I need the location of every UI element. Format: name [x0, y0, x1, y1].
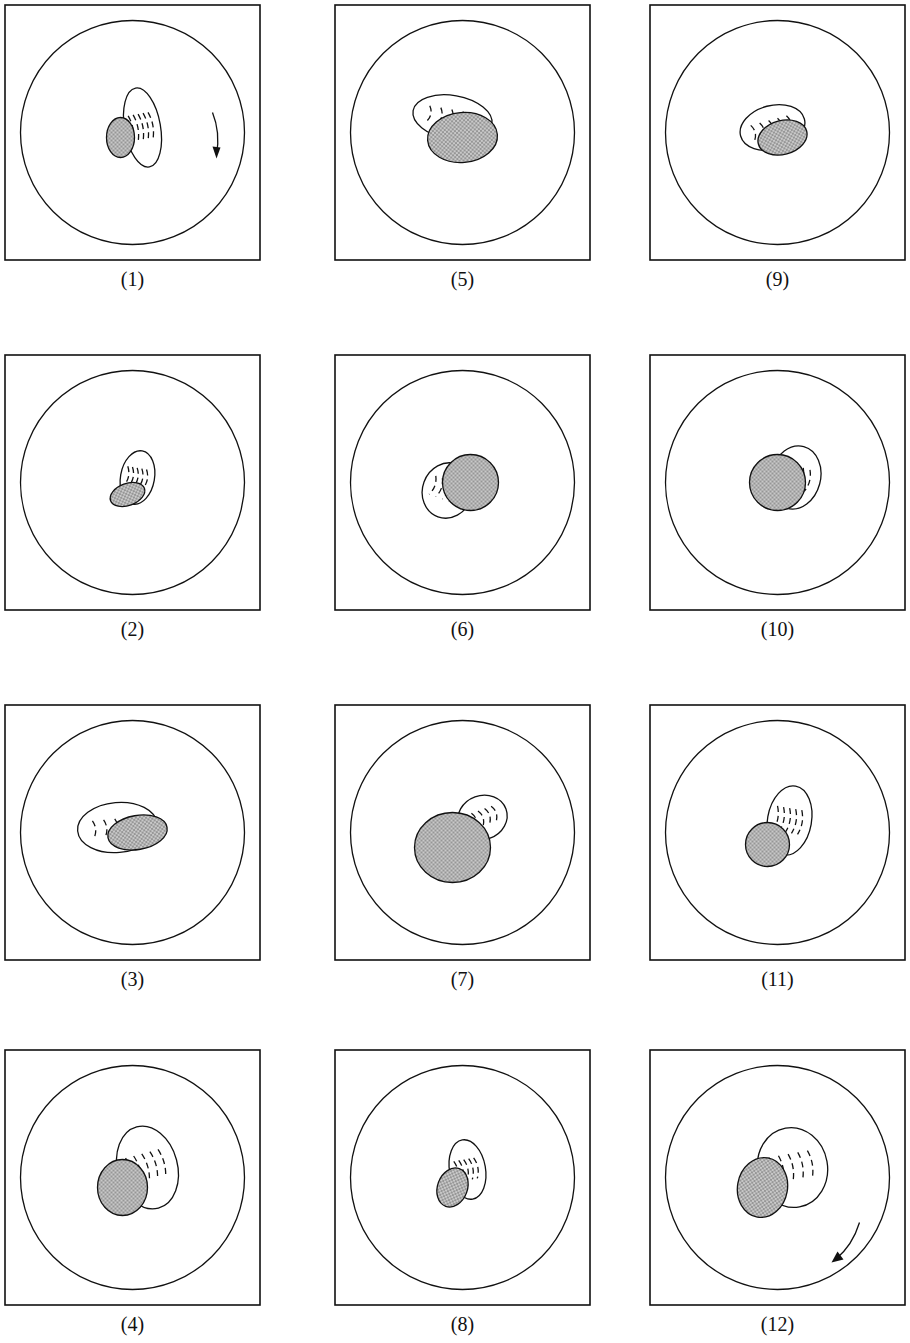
- panel-number: (4): [121, 1313, 144, 1335]
- panel-figure: [335, 355, 590, 610]
- field-circle: [351, 721, 575, 945]
- panel-figure: [650, 5, 905, 260]
- stippled-blob: [107, 478, 148, 511]
- field-circle: [21, 371, 245, 595]
- field-circle: [351, 1066, 575, 1290]
- field-circle: [666, 1066, 890, 1290]
- panel-number: (11): [761, 968, 794, 990]
- frame: [650, 5, 905, 260]
- stippled-blob: [443, 455, 499, 511]
- field-circle: [666, 721, 890, 945]
- field-circle: [21, 1066, 245, 1290]
- panel-figure: [335, 5, 590, 260]
- panel-figure: [5, 5, 260, 260]
- frame: [335, 5, 590, 260]
- frame: [335, 355, 590, 610]
- panel-number: (5): [451, 268, 474, 290]
- stippled-blob: [415, 813, 491, 883]
- frame: [650, 355, 905, 610]
- panel-number: (9): [766, 268, 789, 290]
- panel-number: (3): [121, 968, 144, 990]
- frame: [5, 355, 260, 610]
- stippled-blob: [105, 811, 170, 855]
- frame: [5, 1050, 260, 1305]
- stippled-blob: [98, 1160, 148, 1216]
- frame: [335, 1050, 590, 1305]
- frame: [650, 705, 905, 960]
- stippled-blob: [733, 1154, 793, 1222]
- field-circle: [21, 21, 245, 245]
- panel-number: (12): [761, 1313, 794, 1335]
- stippled-blob: [107, 118, 135, 158]
- frame: [650, 1050, 905, 1305]
- panel-figure: [5, 1050, 260, 1305]
- field-circle: [351, 371, 575, 595]
- field-circle: [666, 371, 890, 595]
- arrowhead: [832, 1252, 844, 1263]
- stippled-blob: [746, 823, 790, 867]
- panel-number: (8): [451, 1313, 474, 1335]
- field-circle: [666, 21, 890, 245]
- panel-figure: [5, 705, 260, 960]
- panel-number: (6): [451, 618, 474, 640]
- arrowhead: [213, 147, 221, 159]
- frame: [335, 705, 590, 960]
- stippled-blob: [754, 115, 811, 161]
- panel-number: (10): [761, 618, 794, 640]
- field-circle: [351, 21, 575, 245]
- panel-figure: [335, 705, 590, 960]
- panel-figure: [650, 1050, 905, 1305]
- field-circle: [21, 721, 245, 945]
- panel-number: (7): [451, 968, 474, 990]
- panel-figure: [650, 705, 905, 960]
- frame: [5, 5, 260, 260]
- frame: [5, 705, 260, 960]
- stippled-blob: [425, 110, 499, 166]
- stippled-blob: [750, 455, 806, 511]
- panel-number: (1): [121, 268, 144, 290]
- stippled-blob: [432, 1164, 474, 1212]
- panel-figure: [335, 1050, 590, 1305]
- panel-figure: [5, 355, 260, 610]
- panel-figure: [650, 355, 905, 610]
- panel-number: (2): [121, 618, 144, 640]
